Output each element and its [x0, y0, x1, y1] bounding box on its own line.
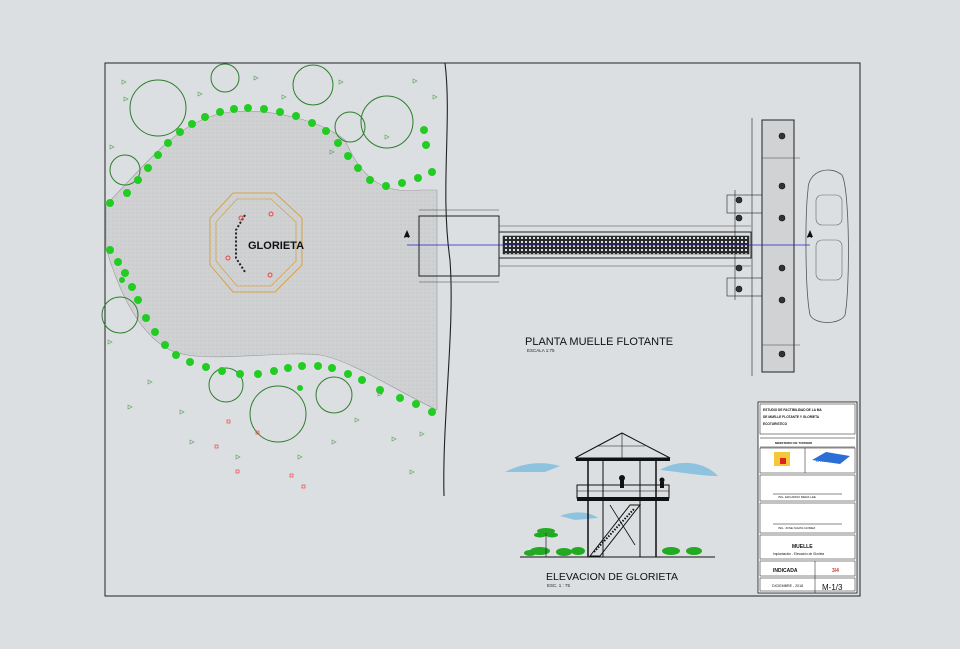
project-line-2: DE MUELLE FLOTANTE Y GLORIETA	[763, 415, 820, 419]
designer-name: ING. EDUARDO MERA LEE	[778, 495, 816, 499]
owner-line: MINISTERIO DE TURISMO	[775, 441, 813, 445]
logo-right-text: OTVADRA	[816, 458, 836, 463]
drawing-date: DICIEMBRE - 2018	[772, 584, 803, 588]
sheet-number: M-1/3	[822, 583, 843, 592]
glorieta-label: GLORIETA	[248, 240, 304, 252]
project-line-1: ESTUDIO DE FACTIBILIDAD DE LA MA	[763, 408, 822, 412]
red-markers	[214, 419, 306, 489]
title-block	[757, 401, 858, 594]
scale-value: INDICADA	[773, 568, 798, 574]
pier-plan	[404, 118, 849, 376]
sheet-name: MUELLE	[792, 544, 813, 550]
elevation-scale: ESC. 1 : 75	[547, 583, 571, 588]
elevation-title: ELEVACION DE GLORIETA	[546, 571, 678, 583]
plan-title: PLANTA MUELLE FLOTANTE	[525, 336, 673, 348]
groundcover	[107, 75, 438, 475]
plaza-paving	[105, 110, 438, 411]
shrub-border	[106, 104, 436, 416]
sheet-border	[104, 62, 861, 597]
sheet-count: 3/4	[832, 568, 839, 574]
project-line-3: ECOTURISTICO	[763, 422, 788, 426]
gazebo-plan: GLORIETA	[209, 192, 304, 293]
reviewer-name: ING. JOSE NAVAS GOMEZ	[778, 526, 815, 530]
section-marker-right: A	[807, 233, 812, 240]
trees	[101, 63, 414, 443]
gazebo-elevation	[505, 432, 718, 558]
shoreline	[443, 62, 452, 497]
section-marker-left: A	[404, 233, 409, 240]
sheet-description: Implantación - Elevación de Glorieta	[773, 552, 824, 556]
plan-scale: ESCALA 1:75	[527, 348, 555, 353]
